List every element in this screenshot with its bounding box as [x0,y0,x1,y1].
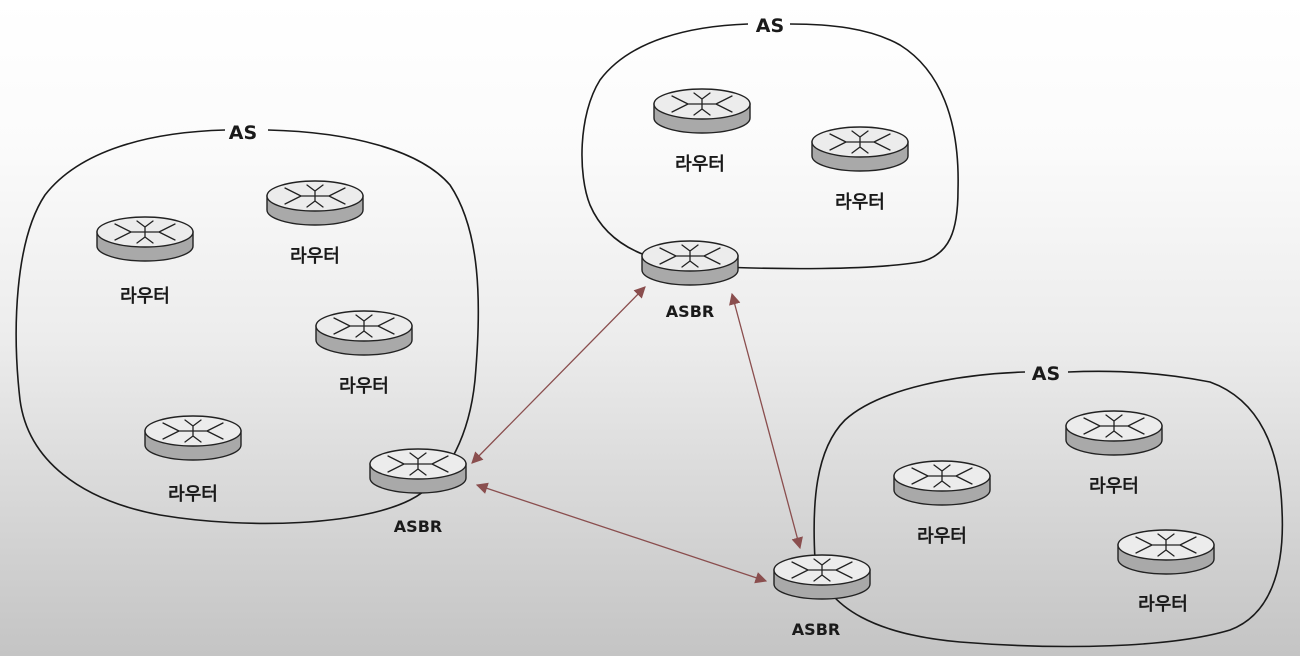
as-right-boundary [813,370,1284,648]
asbr-router [369,448,467,494]
asbr-router [641,240,739,286]
as-left-label: AS [229,122,257,144]
router [1065,410,1163,456]
as-top-label: AS [756,15,784,37]
router-label: 라우터 [339,376,389,397]
as-right-label: AS [1032,363,1060,385]
link-top-right [729,292,803,550]
router-label: 라우터 [835,192,885,213]
router-label: 라우터 [917,526,967,547]
asbr-router [773,554,871,600]
as-left-boundary [15,129,480,525]
router [144,415,242,461]
as-top-boundary [581,23,959,270]
router [811,126,909,172]
router [893,460,991,506]
asbr-label: ASBR [394,517,442,536]
router [266,180,364,226]
as-left: AS 라우터 라우터 라우터 라우터 ASBR [15,122,480,536]
router-label: 라우터 [1089,476,1139,497]
router-label: 라우터 [675,154,725,175]
asbr-label: ASBR [666,302,714,321]
router-label: 라우터 [1138,594,1188,615]
as-top: AS 라우터 라우터 ASBR [581,15,959,321]
router [653,88,751,134]
as-right: AS 라우터 라우터 라우터 ASBR [773,363,1284,648]
link-left-right [475,482,768,584]
link-left-top [471,286,646,464]
router [96,216,194,262]
router [1117,529,1215,575]
router-label: 라우터 [290,246,340,267]
router-label: 라우터 [120,286,170,307]
router [315,310,413,356]
router-label: 라우터 [168,484,218,505]
asbr-label: ASBR [792,620,840,639]
